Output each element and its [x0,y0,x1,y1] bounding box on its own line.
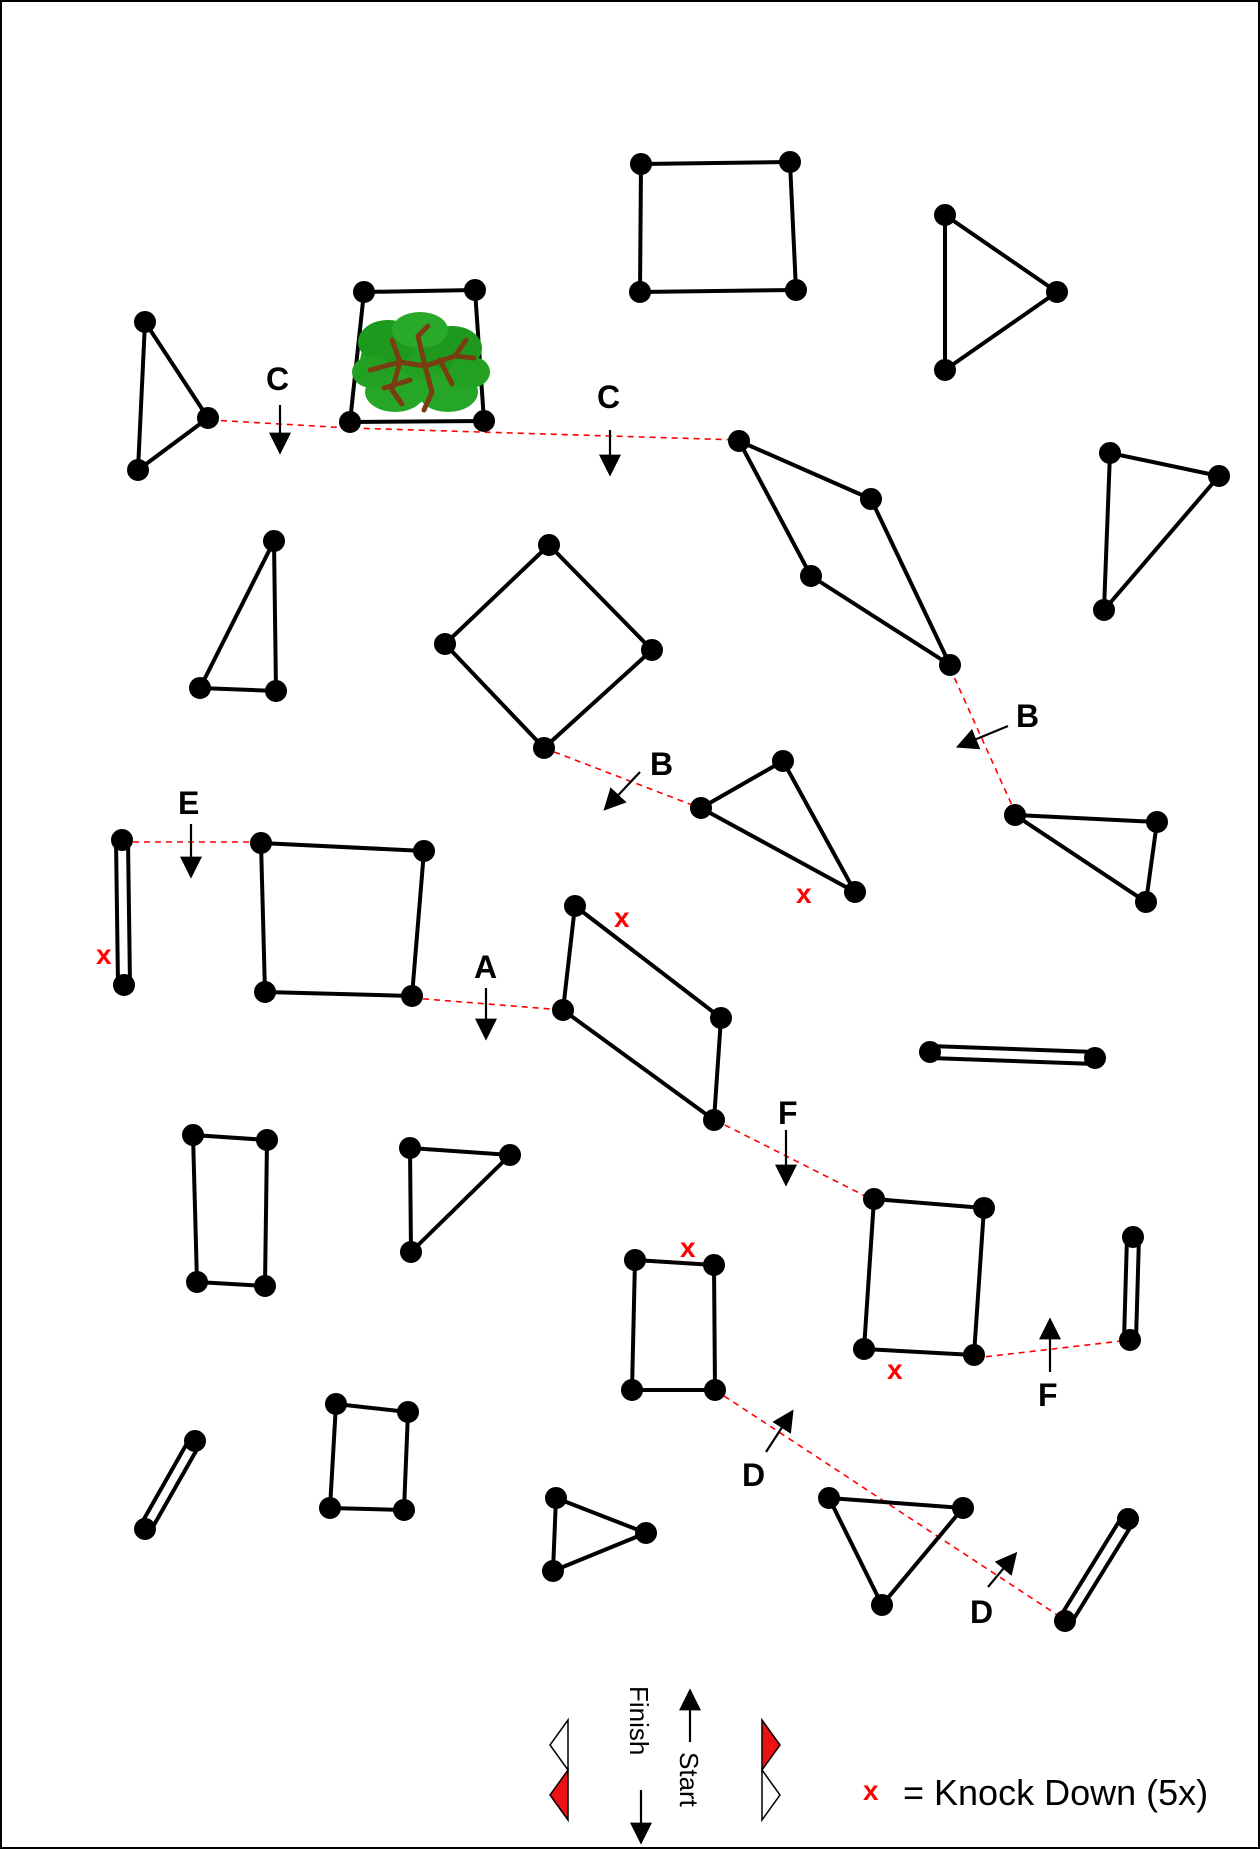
start-finish: Start Finish [550,1686,780,1838]
legend: x = Knock Down (5x) [863,1772,1208,1813]
rect-obstacle-top [631,153,805,301]
rect-obstacle-center-lower [623,1251,724,1399]
triangle-obstacle-left [129,313,217,479]
triangle-obstacle-lower-left [401,1139,519,1261]
route-b-lower [544,748,700,808]
knockdown-marks: x x x x x [96,878,903,1385]
arrow-b2 [608,772,640,806]
rail-obstacle-e [113,831,133,994]
gate-label-d1: D [742,1457,765,1493]
gate-label-c1: C [266,361,289,397]
triangle-obstacle-mid-left [191,532,285,700]
arrow-b1 [962,726,1008,745]
triangle-obstacle-d [820,1489,972,1614]
rect-obstacle-left [252,834,433,1005]
triangle-obstacle-far-right [1095,444,1228,619]
gate-label-f2: F [1038,1377,1058,1413]
route-f-upper [715,1120,873,1200]
gate-label-b2: B [650,746,673,782]
triangle-obstacle-center [692,752,864,901]
rail-obstacle-diagonal-left [136,1432,204,1538]
knockdown-mark: x [614,902,630,933]
gate-arrows [191,405,1050,1587]
gate-label-a: A [474,949,497,985]
knockdown-mark: x [887,1354,903,1385]
route-b-upper [950,668,1015,812]
route-a [412,998,563,1010]
finish-label: Finish [624,1686,654,1755]
rect-obstacle-f [855,1190,993,1364]
route-d [715,1390,1065,1620]
rect-obstacle-small [321,1395,417,1519]
gate-label-c2: C [597,379,620,415]
knockdown-mark: x [680,1232,696,1263]
knockdown-mark: x [796,878,812,909]
rail-obstacle-d [1056,1510,1137,1630]
triangle-obstacle-top-right [936,206,1066,379]
gate-label-d2: D [970,1594,993,1630]
route-f-lower [975,1340,1130,1358]
rhombus-obstacle-right [730,432,959,674]
rect-obstacle-left-lower [184,1126,276,1295]
rail-obstacle-f [1121,1228,1142,1349]
gate-label-f1: F [778,1095,798,1131]
finish-flag-left [550,1720,568,1820]
parallelogram-obstacle [554,897,730,1129]
diamond-obstacle [436,536,661,757]
bush-icon [352,312,490,412]
start-label: Start [674,1752,704,1808]
triangle-obstacle-right-b [1006,806,1166,911]
gate-label-b1: B [1016,698,1039,734]
legend-symbol: x [863,1775,879,1806]
gate-label-e: E [178,785,199,821]
legend-text: = Knock Down (5x) [903,1772,1208,1813]
triangle-obstacle-bottom [544,1489,655,1580]
rail-obstacle-right [921,1043,1104,1067]
start-flag-right [762,1720,780,1820]
gate-labels: C C B B E A F F D D [178,361,1058,1630]
arrow-d1 [766,1415,790,1452]
knockdown-mark: x [96,939,112,970]
